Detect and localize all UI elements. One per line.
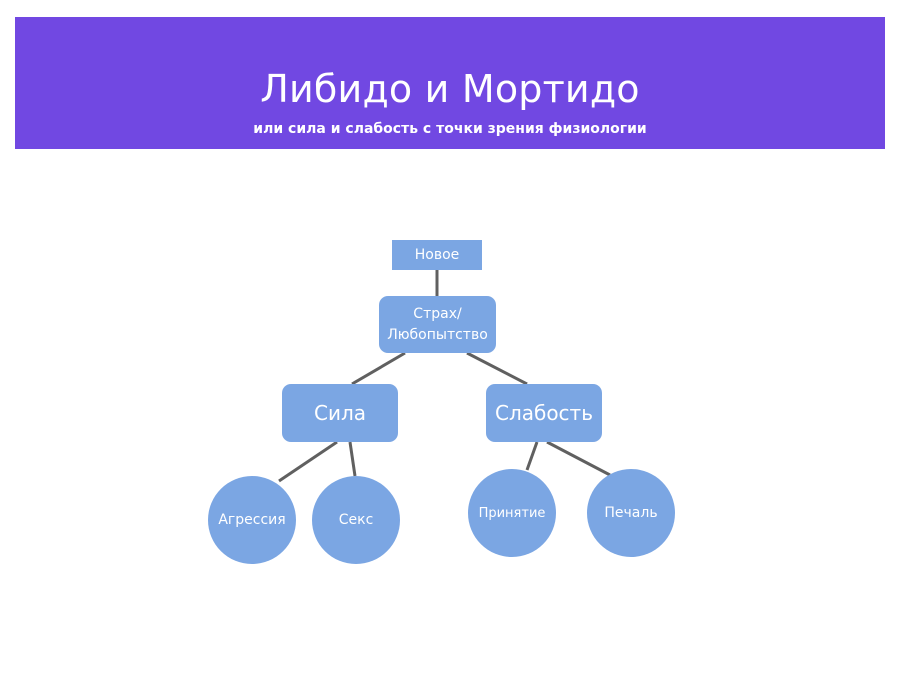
slide-subtitle: или сила и слабость с точки зрения физио… <box>253 121 647 137</box>
node-acceptance: Принятие <box>468 469 556 557</box>
node-fear-curiosity: Страх/ Любопытство <box>379 296 496 353</box>
node-fear-curiosity-label: Страх/ Любопытство <box>387 305 488 343</box>
node-weakness: Слабость <box>486 384 602 442</box>
node-sex: Секс <box>312 476 400 564</box>
connector-weakness-sadness <box>546 440 611 477</box>
node-strength: Сила <box>282 384 398 442</box>
connector-weakness-acceptance <box>525 441 539 471</box>
connector-fear-strength <box>351 351 406 386</box>
node-acceptance-label: Принятие <box>478 505 546 521</box>
node-sadness: Печаль <box>587 469 675 557</box>
connector-strength-sex <box>348 441 357 477</box>
slide-title: Либидо и Мортидо <box>260 67 640 111</box>
node-strength-label: Сила <box>313 401 366 425</box>
node-sadness-label: Печаль <box>604 505 658 521</box>
node-new: Новое <box>392 240 482 270</box>
connector-fear-weakness <box>466 351 528 386</box>
node-aggression-label: Агрессия <box>218 512 286 528</box>
node-aggression: Агрессия <box>208 476 296 564</box>
node-sex-label: Секс <box>338 512 374 528</box>
node-weakness-label: Слабость <box>494 401 593 425</box>
connector-strength-aggression <box>278 440 338 483</box>
node-new-label: Новое <box>414 247 460 263</box>
title-banner: Либидо и Мортидо или сила и слабость с т… <box>15 17 885 149</box>
